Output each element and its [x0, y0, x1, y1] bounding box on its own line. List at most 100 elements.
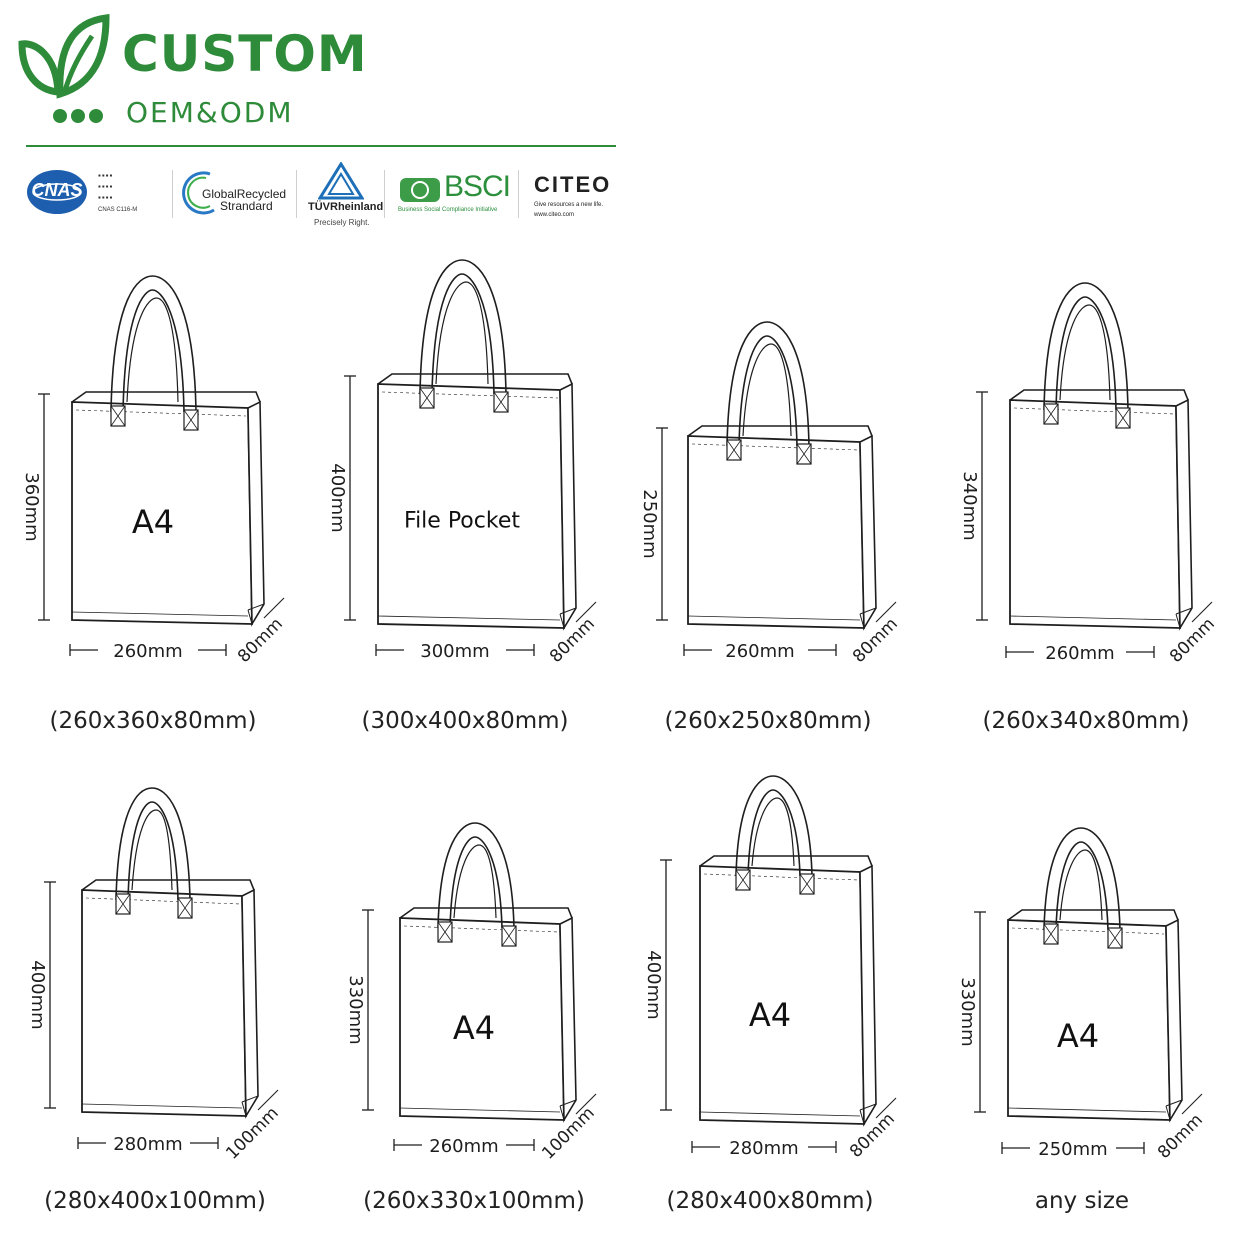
- bag-fold-line: [559, 1099, 577, 1107]
- bag-caption: (300x400x80mm): [361, 708, 568, 734]
- bag-fold-line: [1165, 1105, 1171, 1121]
- grs-line2: Strandard: [220, 199, 273, 213]
- bag-top-stitch: [703, 873, 859, 881]
- citeo-url: www.citeo.com: [534, 212, 575, 218]
- bag-rim: [1007, 909, 1179, 921]
- bag-handle-outer: [110, 275, 197, 413]
- handle-stitch-cross: [177, 897, 193, 919]
- bag-handle-back: [126, 297, 179, 403]
- handle-stitch-cross: [726, 439, 742, 461]
- bag-fold-line: [1175, 613, 1181, 629]
- bag-handle-inner: [127, 801, 179, 901]
- bag-caption: any size: [1035, 1188, 1129, 1214]
- cert-separator: [518, 170, 519, 218]
- bag-fold-line: [559, 607, 577, 615]
- bag-caption: (260x330x100mm): [363, 1188, 585, 1214]
- cnas-logo-text: CNAS: [31, 180, 83, 200]
- cert-separator: [384, 170, 385, 218]
- handle-stitch-cross: [1043, 923, 1059, 945]
- cnas-code: CNAS C116-M: [98, 207, 138, 213]
- bag-handle-outer: [726, 321, 810, 447]
- height-label: 400mm: [27, 960, 48, 1029]
- depth-dimension-line: [575, 601, 597, 623]
- width-label: 260mm: [1045, 643, 1114, 664]
- handle-stitch-cross: [1043, 403, 1059, 425]
- bag-handle-back: [453, 844, 497, 919]
- depth-dimension-line: [257, 1089, 279, 1111]
- height-label: 400mm: [643, 950, 664, 1019]
- bag-handle-inner: [449, 836, 503, 929]
- height-label: 360mm: [21, 472, 42, 541]
- depth-dimension-line: [875, 1097, 897, 1119]
- width-label: 260mm: [725, 641, 794, 662]
- depth-dimension-line: [1191, 601, 1213, 623]
- tuv-triangle-icon: [318, 162, 364, 200]
- bag-fold-line: [247, 609, 253, 625]
- bag-handle-inner: [747, 789, 801, 877]
- handle-stitch-cross: [493, 391, 509, 413]
- bag-rim: [81, 879, 255, 891]
- handle-stitch-cross: [115, 893, 131, 915]
- bag-handle-back: [435, 281, 489, 385]
- bag-bottom-seam: [1007, 1107, 1167, 1113]
- bag-label: A4: [1057, 1017, 1099, 1055]
- bag-handle-inner: [738, 335, 798, 447]
- handle-stitch-cross: [1107, 927, 1123, 949]
- bag-rim: [687, 425, 873, 437]
- bag-handle-back: [751, 797, 795, 867]
- bag-handle-outer: [1043, 827, 1121, 931]
- bag-bottom-seam: [1009, 615, 1177, 621]
- bag-bottom-seam: [71, 611, 249, 617]
- bag-fold-line: [559, 1105, 565, 1121]
- bag-front-face: [1009, 399, 1181, 629]
- bag-top-stitch: [1011, 927, 1165, 935]
- bag-label: A4: [453, 1009, 495, 1047]
- cert-separator: [172, 170, 173, 218]
- handle-stitch-cross: [419, 387, 435, 409]
- bag-fold-line: [241, 1101, 247, 1117]
- handle-stitch-cross: [437, 921, 453, 943]
- width-label: 280mm: [113, 1134, 182, 1155]
- handle-stitch-cross: [1115, 407, 1131, 429]
- bag-bottom-seam: [377, 615, 561, 621]
- bag-handle-inner: [122, 289, 185, 413]
- bsci-tagline: Business Social Compliance Initiative: [398, 207, 498, 213]
- bag-handle-outer: [115, 787, 191, 901]
- bag-bottom-seam: [699, 1111, 861, 1117]
- depth-dimension-line: [1181, 1093, 1203, 1115]
- bag-caption: (280x400x100mm): [44, 1188, 266, 1214]
- bag-caption: (280x400x80mm): [666, 1188, 873, 1214]
- bag-fold-line: [1165, 1099, 1183, 1107]
- width-label: 300mm: [420, 641, 489, 662]
- handle-stitch-cross: [735, 869, 751, 891]
- height-label: 340mm: [959, 471, 980, 540]
- width-label: 260mm: [113, 641, 182, 662]
- bag-handle-outer: [437, 822, 515, 929]
- width-label: 280mm: [729, 1138, 798, 1159]
- bag-caption: (260x360x80mm): [49, 708, 256, 734]
- citeo-logo-text: CITEO: [534, 172, 612, 197]
- bag-fold-line: [859, 613, 865, 629]
- bag-fold-line: [559, 613, 565, 629]
- bag-rim: [377, 373, 573, 385]
- leaf-logo-icon: [18, 14, 110, 123]
- bag-handle-outer: [419, 259, 507, 395]
- citeo-tagline: Give resources a new life.: [534, 202, 604, 208]
- bag-handle-back: [1059, 304, 1111, 401]
- bag-handle-back: [131, 809, 173, 891]
- header-divider: [26, 145, 616, 147]
- bag-label: A4: [132, 503, 174, 541]
- bag-fold-line: [247, 603, 265, 611]
- bag-bottom-seam: [687, 615, 861, 621]
- bag-top-stitch: [403, 925, 559, 933]
- bag-front-face: [377, 383, 565, 629]
- bag-front-face: [687, 435, 865, 629]
- cnas-glyphs: ▪▪▪▪▪▪▪▪▪▪▪▪: [98, 171, 114, 202]
- bag-top-stitch: [85, 897, 241, 905]
- bag-top-stitch: [75, 409, 247, 417]
